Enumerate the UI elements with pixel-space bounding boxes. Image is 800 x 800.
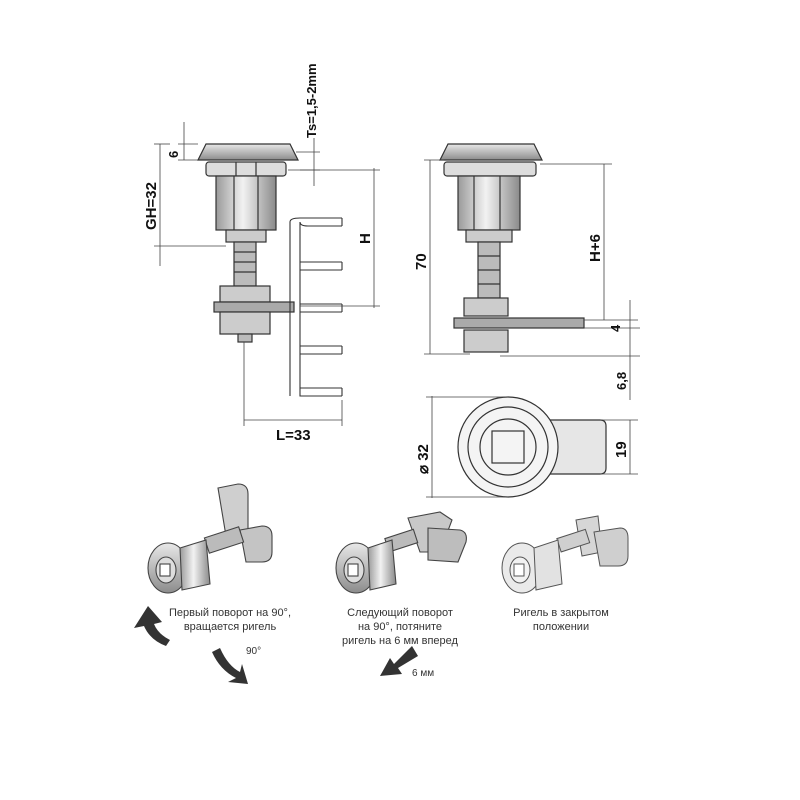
dim-diameter: ⌀ 32 xyxy=(415,444,432,474)
step-2-caption-line: Следующий поворот xyxy=(347,607,453,619)
dim-l: L=33 xyxy=(276,427,311,444)
left-dimension-lines xyxy=(154,122,380,426)
dim-6-8: 6,8 xyxy=(614,372,629,390)
step-2-note: 6 мм xyxy=(412,668,435,679)
step-1-note: 90° xyxy=(246,646,262,657)
step-2-caption-line: на 90°, потяните xyxy=(357,621,443,633)
push-arrow-icon xyxy=(380,646,418,676)
step-2-caption-line: ригель на 6 мм вперед xyxy=(342,635,458,647)
side-view-right xyxy=(439,143,585,353)
step-3-caption-line: Ригель в закрытом xyxy=(513,607,609,619)
rotate-arrow-icon xyxy=(134,606,170,646)
dim-ts: Ts=1,5-2mm xyxy=(304,63,319,138)
step-1-caption: Первый поворот на 90°, вращается ригель xyxy=(150,606,310,634)
dim-6: 6 xyxy=(166,151,181,158)
step-1-caption-line: вращается ригель xyxy=(183,621,277,633)
step-1-illustration xyxy=(147,483,273,594)
dim-h: H xyxy=(357,233,374,244)
step-2-caption: Следующий поворот на 90°, потяните ригел… xyxy=(320,606,480,648)
step-3-caption-line: положении xyxy=(532,621,590,633)
step-3-illustration xyxy=(501,515,629,594)
step-3-caption: Ригель в закрытом положении xyxy=(486,606,636,634)
rotate-arrow-90-icon xyxy=(212,648,248,684)
dim-70: 70 xyxy=(413,253,430,270)
dim-gh: GH=32 xyxy=(143,182,160,230)
right-dimension-lines xyxy=(424,159,640,400)
step-2-illustration xyxy=(335,511,467,594)
step-1-caption-line: Первый поворот на 90°, xyxy=(168,607,292,619)
dim-19: 19 xyxy=(613,441,630,458)
dim-4: 4 xyxy=(608,324,623,332)
front-view xyxy=(457,396,607,498)
front-dimension-lines xyxy=(426,396,638,498)
dim-h6: H+6 xyxy=(587,234,604,262)
side-view-left xyxy=(197,143,343,397)
